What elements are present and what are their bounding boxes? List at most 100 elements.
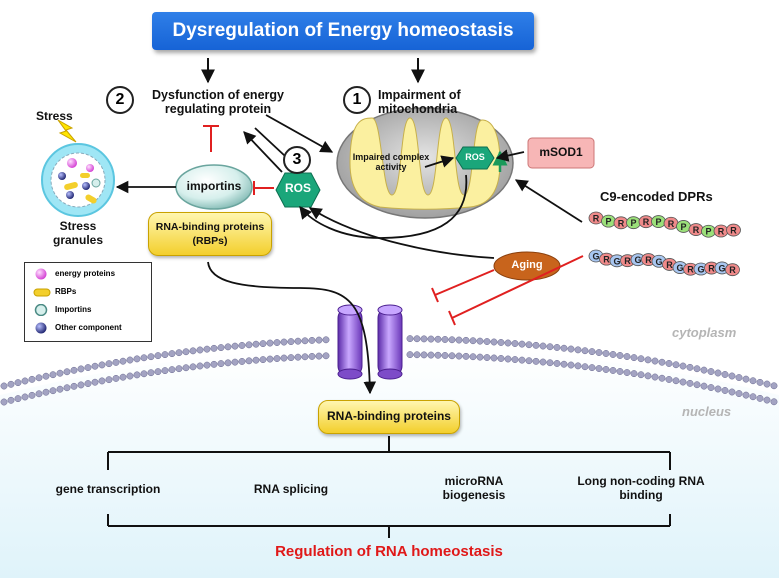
membrane-bead	[84, 380, 92, 388]
membrane-bead	[273, 339, 281, 346]
membrane-bead	[693, 381, 701, 389]
membrane-bead	[721, 371, 729, 378]
membrane-bead	[602, 350, 610, 357]
step-3-number: 3	[283, 146, 311, 174]
membrane-bead	[763, 380, 771, 388]
membrane-bead	[189, 363, 197, 371]
rbps-cytoplasm-pill: RNA-binding proteins (RBPs)	[148, 212, 272, 256]
legend-label-energy-proteins: energy proteins	[55, 269, 116, 278]
membrane-bead	[322, 352, 330, 360]
membrane-bead	[602, 366, 610, 373]
membrane-bead	[7, 380, 15, 388]
membrane-bead	[105, 376, 113, 384]
membrane-bead	[504, 339, 512, 347]
legend: energy proteins RBPs Importins Other com…	[24, 262, 152, 342]
membrane-bead	[140, 354, 148, 362]
membrane-bead	[294, 353, 302, 361]
rbps-nucleus-pill: RNA-binding proteins	[318, 400, 460, 434]
membrane-bead	[441, 352, 449, 359]
membrane-bead	[518, 340, 526, 348]
dpr-chain2-bead-letter: G	[718, 263, 725, 273]
membrane-bead	[224, 359, 232, 367]
membrane-bead	[679, 378, 687, 386]
membrane-bead	[70, 366, 78, 374]
nucleus-region	[0, 346, 779, 578]
stress-granule-illustration	[41, 143, 115, 217]
nuclear-membrane	[0, 335, 778, 406]
membrane-bead	[686, 363, 694, 371]
membrane-bead	[182, 364, 190, 372]
msod1-box	[527, 137, 595, 169]
dpr-chain2-bead-letter: R	[729, 265, 736, 275]
membrane-bead	[322, 336, 330, 344]
membrane-bead	[658, 374, 666, 382]
membrane-bead	[406, 335, 414, 343]
membrane-bead	[553, 344, 561, 351]
membrane-bead	[567, 345, 575, 353]
membrane-bead	[49, 387, 57, 395]
dpr-chain1-bead-letter: P	[680, 222, 686, 232]
membrane-bead	[469, 353, 477, 361]
membrane-bead	[595, 365, 603, 372]
membrane-bead	[161, 367, 169, 375]
membrane-bead	[126, 356, 134, 364]
membrane-bead	[427, 335, 435, 343]
membrane-bead	[301, 337, 309, 345]
legend-label-importins: Importins	[55, 305, 92, 314]
membrane-bead	[728, 388, 736, 396]
membrane-bead	[98, 377, 106, 385]
ros-mito-label: ROS	[465, 152, 485, 162]
membrane-bead	[308, 336, 316, 344]
dpr-chain1-bead-letter: R	[730, 226, 737, 236]
navy-sphere-icon	[35, 322, 47, 334]
membrane-bead	[483, 338, 491, 345]
outcome-gene-transcription: gene transcription	[55, 482, 161, 496]
membrane-bead	[448, 336, 456, 344]
membrane-bead	[231, 358, 239, 366]
membrane-bead	[427, 351, 435, 359]
membrane-bead	[203, 345, 211, 353]
membrane-bead	[560, 360, 568, 368]
membrane-bead	[126, 372, 134, 380]
dpr-chain1-bead-letter: R	[618, 218, 625, 228]
dpr-chain1-bead-letter: R	[643, 217, 650, 227]
membrane-bead	[56, 369, 64, 377]
impaired-complex-label: Impaired complex activity	[352, 152, 430, 173]
dpr-chain1-bead-letter: R	[668, 219, 675, 229]
dpr-chain2-bead-letter: R	[645, 255, 652, 265]
membrane-bead	[252, 356, 260, 364]
membrane-bead	[231, 342, 239, 350]
membrane-bead	[147, 369, 155, 377]
membrane-bead	[0, 398, 8, 406]
membrane-bead	[644, 372, 652, 380]
membrane-bead	[749, 377, 757, 385]
membrane-bead	[91, 362, 99, 370]
membrane-bead	[462, 336, 470, 344]
membrane-bead	[714, 385, 722, 393]
dpr-chain2-bead-letter: R	[603, 255, 610, 265]
membrane-bead	[238, 342, 246, 349]
membrane-bead	[462, 352, 470, 360]
membrane-bead	[658, 358, 666, 366]
dpr-chain1-bead	[726, 223, 741, 237]
membrane-bead	[238, 358, 246, 365]
dpr-chain2-bead-letter: R	[708, 264, 715, 274]
dpr-chain2-bead	[725, 263, 740, 277]
membrane-bead	[525, 341, 533, 349]
membrane-bead	[217, 344, 225, 352]
outcome-lncrna-binding: Long non-coding RNA binding	[577, 474, 705, 502]
membrane-bead	[35, 374, 43, 382]
membrane-bead	[119, 357, 127, 365]
membrane-bead	[539, 342, 547, 350]
dpr-chain1-bead-letter: R	[693, 225, 700, 235]
membrane-bead	[735, 374, 743, 382]
dpr-chain2-bead-letter: G	[697, 265, 704, 275]
dpr-chain2-bead-letter: R	[687, 265, 694, 275]
membrane-bead	[609, 367, 617, 374]
membrane-bead	[553, 360, 561, 367]
dpr-chain2-bead-letter: G	[676, 263, 683, 273]
membrane-bead	[616, 368, 624, 375]
stress-label: Stress	[36, 109, 73, 123]
membrane-bead	[280, 338, 288, 346]
